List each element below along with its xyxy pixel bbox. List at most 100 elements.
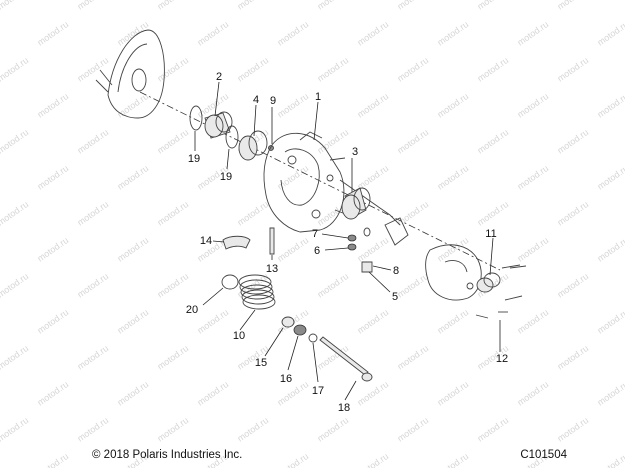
callout-14: 14 bbox=[200, 235, 212, 247]
watermark-text: motod.ru bbox=[0, 55, 30, 84]
callout-19-lower: 19 bbox=[220, 171, 232, 183]
watermark-text: motod.ru bbox=[0, 415, 30, 444]
watermark-text: motod.ru bbox=[115, 91, 150, 120]
copyright-text: © 2018 Polaris Industries Inc. bbox=[92, 449, 242, 461]
watermark-text: motod.ru bbox=[155, 415, 190, 444]
callout-13: 13 bbox=[266, 263, 278, 275]
watermark-text: motod.ru bbox=[0, 0, 30, 12]
callout-labels: 1 2 3 4 5 6 7 8 9 10 11 12 13 14 15 16 1… bbox=[186, 71, 508, 414]
watermark-text: motod.ru bbox=[315, 127, 350, 156]
watermark-text: motod.ru bbox=[115, 163, 150, 192]
watermark-text: motod.ru bbox=[35, 91, 70, 120]
watermark-text: motod.ru bbox=[475, 55, 510, 84]
watermark-text: motod.ru bbox=[395, 127, 430, 156]
callout-18: 18 bbox=[338, 402, 350, 414]
watermark-text: motod.ru bbox=[435, 91, 470, 120]
watermark-text: motod.ru bbox=[595, 91, 625, 120]
watermark-text: motod.ru bbox=[75, 199, 110, 228]
watermark-text: motod.ru bbox=[395, 55, 430, 84]
watermark-text: motod.ru bbox=[435, 235, 470, 264]
watermark-text: motod.ru bbox=[115, 307, 150, 336]
watermark-text: motod.ru bbox=[195, 379, 230, 408]
watermark-text: motod.ru bbox=[115, 19, 150, 48]
watermark-text: motod.ru bbox=[435, 19, 470, 48]
clutch-sheave bbox=[95, 29, 165, 119]
watermark-text: motod.ru bbox=[395, 343, 430, 372]
callout-11: 11 bbox=[485, 228, 496, 240]
callout-7: 7 bbox=[312, 228, 318, 240]
callout-15: 15 bbox=[255, 357, 267, 369]
callout-17: 17 bbox=[312, 385, 324, 397]
watermark-text: motod.ru bbox=[595, 451, 625, 468]
watermark-text: motod.ru bbox=[155, 0, 190, 12]
watermark-text: motod.ru bbox=[435, 451, 470, 468]
callout-16: 16 bbox=[280, 373, 292, 385]
watermark-text: motod.ru bbox=[315, 0, 350, 12]
bushing-11 bbox=[476, 272, 501, 293]
watermark-text: motod.ru bbox=[595, 307, 625, 336]
watermark-text: motod.ru bbox=[355, 379, 390, 408]
watermark-text: motod.ru bbox=[595, 163, 625, 192]
watermark-text: motod.ru bbox=[0, 343, 30, 372]
watermark-text: motod.ru bbox=[515, 163, 550, 192]
watermark-text: motod.ru bbox=[515, 379, 550, 408]
watermark-text: motod.ru bbox=[355, 19, 390, 48]
watermark-text: motod.ru bbox=[355, 235, 390, 264]
watermark-text: motod.ru bbox=[315, 415, 350, 444]
watermark-text: motod.ru bbox=[435, 379, 470, 408]
watermark-text: motod.ru bbox=[475, 0, 510, 12]
callout-4: 4 bbox=[253, 94, 259, 106]
watermark-text: motod.ru bbox=[155, 127, 190, 156]
watermark-text: motod.ru bbox=[75, 55, 110, 84]
callout-5: 5 bbox=[392, 291, 398, 303]
watermark-text: motod.ru bbox=[355, 451, 390, 468]
rollers-15-16-17 bbox=[281, 316, 318, 343]
watermark-text: motod.ru bbox=[235, 0, 270, 12]
watermark-text: motod.ru bbox=[595, 379, 625, 408]
rollers-6-7-8 bbox=[347, 227, 373, 273]
bushing-2 bbox=[204, 111, 233, 139]
watermark-text: motod.ru bbox=[75, 127, 110, 156]
watermark-text: motod.ru bbox=[155, 343, 190, 372]
callout-8: 8 bbox=[393, 265, 399, 277]
watermark-text: motod.ru bbox=[0, 271, 30, 300]
watermark-text: motod.ru bbox=[515, 19, 550, 48]
watermark-text: motod.ru bbox=[75, 343, 110, 372]
watermark-text: motod.ru bbox=[235, 415, 270, 444]
watermark-text: motod.ru bbox=[355, 307, 390, 336]
bushing-3 bbox=[341, 187, 371, 220]
watermark-text: motod.ru bbox=[555, 271, 590, 300]
watermark-text: motod.ru bbox=[0, 127, 30, 156]
watermark-text: motod.ru bbox=[395, 415, 430, 444]
watermark-text: motod.ru bbox=[395, 271, 430, 300]
watermark-text: motod.ru bbox=[155, 199, 190, 228]
watermark-text: motod.ru bbox=[35, 19, 70, 48]
watermark-text: motod.ru bbox=[555, 127, 590, 156]
watermark-text: motod.ru bbox=[195, 307, 230, 336]
watermark-text: motod.ru bbox=[195, 19, 230, 48]
watermark-text: motod.ru bbox=[315, 55, 350, 84]
watermark-text: motod.ru bbox=[595, 19, 625, 48]
watermark-text: motod.ru bbox=[515, 91, 550, 120]
watermark-text: motod.ru bbox=[515, 235, 550, 264]
watermark-text: motod.ru bbox=[275, 451, 310, 468]
watermark-text: motod.ru bbox=[75, 415, 110, 444]
spring-10 bbox=[238, 274, 276, 310]
watermark-text: motod.ru bbox=[35, 379, 70, 408]
watermark-text: motod.ru bbox=[75, 0, 110, 12]
callout-12: 12 bbox=[496, 353, 508, 365]
watermark-text: motod.ru bbox=[555, 199, 590, 228]
watermark-text: motod.ru bbox=[115, 379, 150, 408]
watermark-text: motod.ru bbox=[435, 307, 470, 336]
watermark-text: motod.ru bbox=[275, 91, 310, 120]
bushing-4 bbox=[238, 130, 268, 161]
snap-ring-19-upper bbox=[189, 105, 203, 131]
callout-6: 6 bbox=[314, 245, 320, 257]
callout-2: 2 bbox=[216, 71, 222, 83]
watermark-text: motod.ru bbox=[515, 307, 550, 336]
bolts-12 bbox=[475, 264, 527, 319]
watermark-text: motod.ru bbox=[235, 199, 270, 228]
callout-9: 9 bbox=[270, 95, 276, 107]
